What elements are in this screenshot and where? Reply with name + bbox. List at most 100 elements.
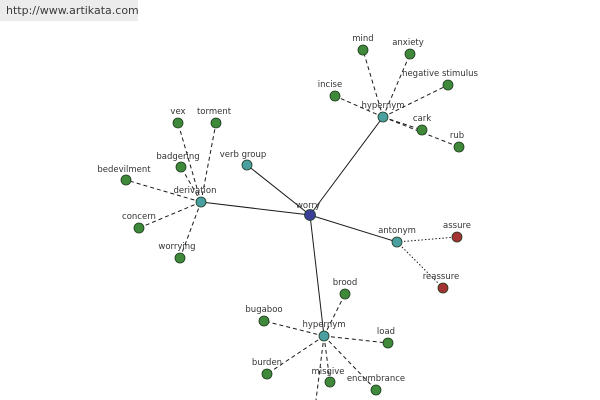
node-circle[interactable] [324, 376, 336, 388]
node-rel-hyp-top[interactable]: hypernym [361, 101, 405, 123]
node-label: mind [352, 34, 373, 44]
node-circle[interactable] [304, 209, 316, 221]
node-label: misgive [311, 367, 344, 377]
node-mind[interactable]: mind [352, 34, 374, 56]
node-circle[interactable] [416, 124, 428, 136]
node-negative-stimulus[interactable]: negative stimulus [402, 69, 478, 91]
node-load[interactable]: load [377, 327, 395, 349]
edge-stub-0 [315, 335, 325, 400]
edge-rel_hyp_bot-brood [323, 293, 346, 337]
node-label: torment [197, 107, 232, 117]
node-brood[interactable]: brood [333, 278, 358, 300]
node-cark[interactable]: cark [413, 114, 431, 136]
node-circle[interactable] [133, 222, 145, 234]
node-circle[interactable] [210, 117, 222, 129]
node-label: anxiety [392, 38, 424, 48]
node-worrying[interactable]: worrying [158, 242, 196, 264]
node-bugaboo[interactable]: bugaboo [245, 305, 283, 327]
edge-worry-rel_ant [309, 214, 398, 243]
node-circle[interactable] [261, 368, 273, 380]
node-label: worrying [158, 242, 195, 252]
node-label: burden [252, 358, 282, 368]
edge-rel_hyp_top-negative_stimulus [382, 84, 449, 118]
watermark-url: http://www.artikata.com [0, 0, 139, 21]
node-circle[interactable] [437, 282, 449, 294]
edge-rel_ant-reassure [396, 241, 444, 289]
node-circle[interactable] [258, 315, 270, 327]
node-label: assure [443, 221, 471, 231]
graph-edges [125, 49, 460, 400]
node-reassure[interactable]: reassure [423, 272, 460, 294]
node-concern[interactable]: concern [122, 212, 156, 234]
edge-rel_hyp_bot-bugaboo [263, 320, 325, 337]
node-circle[interactable] [382, 337, 394, 349]
node-label: hypernym [361, 101, 404, 111]
edge-rel_deriv-worrying [179, 201, 202, 259]
node-misgive[interactable]: misgive [311, 367, 345, 388]
node-circle[interactable] [120, 174, 132, 186]
edge-rel_hyp_bot-encumbrance [323, 335, 377, 391]
node-label: hypernym [302, 320, 345, 330]
node-circle[interactable] [175, 161, 187, 173]
node-circle[interactable] [174, 252, 186, 264]
node-circle[interactable] [377, 111, 389, 123]
edge-rel_hyp_bot-load [323, 335, 389, 344]
node-badgering[interactable]: badgering [156, 152, 200, 173]
edge-rel_deriv-concern [138, 201, 202, 229]
node-circle[interactable] [329, 90, 341, 102]
node-label: antonym [378, 226, 416, 236]
node-label: encumbrance [347, 374, 405, 384]
node-label: cark [413, 114, 431, 124]
node-label: derivation [173, 186, 216, 196]
node-circle[interactable] [339, 288, 351, 300]
edge-rel_hyp_top-incise [334, 95, 384, 118]
node-label: badgering [156, 152, 199, 162]
edge-rel_hyp_top-anxiety [382, 53, 411, 118]
node-circle[interactable] [357, 44, 369, 56]
edge-rel_deriv-bedevilment [125, 179, 202, 203]
node-label: rub [450, 131, 464, 141]
node-circle[interactable] [370, 384, 382, 396]
node-encumbrance[interactable]: encumbrance [347, 374, 405, 396]
node-label: load [377, 327, 395, 337]
edge-worry-rel_vgroup [246, 164, 311, 216]
edge-rel_ant-assure [396, 236, 458, 243]
node-label: negative stimulus [402, 69, 478, 79]
node-circle[interactable] [318, 330, 330, 342]
node-label: verb group [220, 150, 267, 160]
node-rel-vgroup[interactable]: verb group [220, 150, 267, 171]
node-worry[interactable]: worry [296, 201, 320, 221]
edge-rel_hyp_bot-misgive [323, 335, 331, 383]
node-rel-ant[interactable]: antonym [378, 226, 416, 248]
graph-nodes: worry hypernym verb group derivation antonym… [97, 34, 478, 396]
node-label: brood [333, 278, 358, 288]
node-circle[interactable] [241, 159, 253, 171]
node-circle[interactable] [391, 236, 403, 248]
node-vex[interactable]: vex [170, 107, 186, 129]
node-label: concern [122, 212, 156, 222]
node-circle[interactable] [404, 48, 416, 60]
node-label: bedevilment [97, 165, 151, 175]
node-rub[interactable]: rub [450, 131, 465, 153]
node-label: incise [318, 80, 342, 90]
edge-rel_hyp_top-mind [362, 49, 384, 118]
node-label: bugaboo [245, 305, 282, 315]
node-burden[interactable]: burden [252, 358, 282, 380]
edge-worry-rel_hyp_bot [309, 214, 325, 337]
node-circle[interactable] [442, 79, 454, 91]
node-circle[interactable] [453, 141, 465, 153]
node-label: reassure [423, 272, 460, 282]
node-rel-hyp-bot[interactable]: hypernym [302, 320, 346, 342]
node-label: vex [170, 107, 185, 117]
edge-rel_hyp_bot-burden [266, 335, 325, 375]
node-circle[interactable] [451, 231, 463, 243]
node-circle[interactable] [172, 117, 184, 129]
node-assure[interactable]: assure [443, 221, 471, 243]
node-bedevilment[interactable]: bedevilment [97, 165, 151, 186]
node-torment[interactable]: torment [197, 107, 232, 129]
node-circle[interactable] [195, 196, 207, 208]
node-anxiety[interactable]: anxiety [392, 38, 424, 60]
node-rel-deriv[interactable]: derivation [173, 186, 217, 208]
node-incise[interactable]: incise [318, 80, 342, 102]
